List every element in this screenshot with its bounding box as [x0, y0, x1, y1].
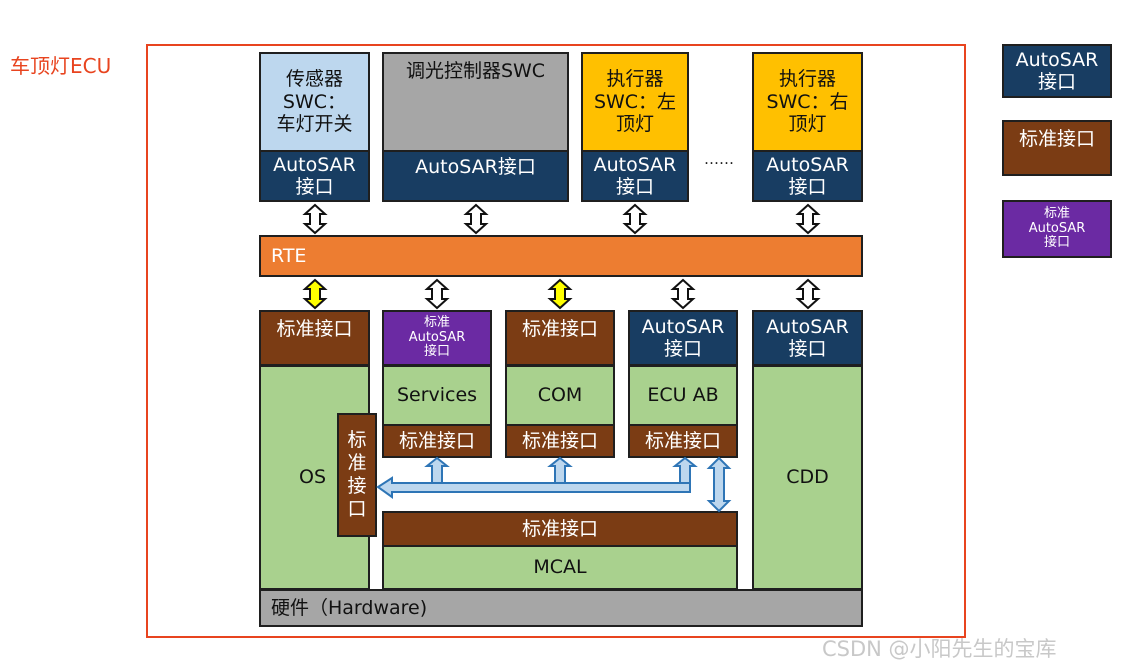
ecuab-autosar-interface: AutoSAR 接口	[628, 310, 738, 366]
bus-arrow-ecuab	[672, 456, 698, 484]
ecuab-module: ECU AB	[628, 365, 738, 426]
arrow-rte-os	[302, 278, 328, 310]
ecuab-standard-interface: 标准接口	[628, 424, 738, 458]
arrow-rte-ecuab	[670, 278, 696, 310]
swc-dimmer: 调光控制器SWC	[382, 52, 569, 152]
watermark: CSDN @小阳先生的宝库	[822, 637, 1057, 661]
com-lower-standard-interface: 标准接口	[505, 424, 615, 458]
os-standard-interface-vertical: 标 准 接 口	[337, 413, 377, 537]
swc-ellipsis: ……	[704, 150, 734, 168]
arrow-rte-cdd	[795, 278, 821, 310]
hardware-label: 硬件（Hardware)	[271, 596, 428, 619]
arrow-actuator-left-rte	[622, 203, 648, 235]
bus-arrow-com	[547, 456, 573, 484]
rte-bar: RTE	[259, 235, 863, 277]
bus-arrow-ecuab-mcal	[706, 456, 732, 513]
os-label: OS	[299, 466, 327, 489]
swc-actuator-right: 执行器 SWC：右 顶灯	[752, 52, 863, 152]
bus-arrow-services	[424, 456, 450, 484]
swc-sensor: 传感器 SWC： 车灯开关	[259, 52, 370, 152]
cdd-module: CDD	[752, 365, 863, 590]
services-std-autosar-interface: 标准 AutoSAR 接口	[382, 310, 492, 366]
ecu-label: 车顶灯ECU	[10, 54, 112, 78]
legend-std-autosar-interface: 标准 AutoSAR 接口	[1002, 200, 1112, 258]
arrow-sensor-rte	[302, 203, 328, 235]
swc-actuator-left: 执行器 SWC：左 顶灯	[581, 52, 689, 152]
os-standard-interface: 标准接口	[259, 310, 370, 366]
arrow-rte-services	[424, 278, 450, 310]
legend-standard-interface: 标准接口	[1002, 120, 1112, 176]
services-module: Services	[382, 365, 492, 426]
swc-actuator-right-autosar-interface: AutoSAR 接口	[752, 150, 863, 202]
legend-autosar-interface: AutoSAR 接口	[1002, 44, 1112, 98]
arrow-actuator-right-rte	[795, 203, 821, 235]
cdd-autosar-interface: AutoSAR 接口	[752, 310, 863, 366]
ecu-frame	[146, 44, 966, 638]
rte-label: RTE	[271, 244, 307, 267]
swc-dimmer-autosar-interface: AutoSAR接口	[382, 150, 569, 202]
arrow-rte-com	[547, 278, 573, 310]
arrow-dimmer-rte	[463, 203, 489, 235]
hardware-bar: 硬件（Hardware)	[259, 589, 863, 627]
bus-arrow	[376, 471, 691, 499]
swc-actuator-left-autosar-interface: AutoSAR 接口	[581, 150, 689, 202]
swc-sensor-autosar-interface: AutoSAR 接口	[259, 150, 370, 202]
